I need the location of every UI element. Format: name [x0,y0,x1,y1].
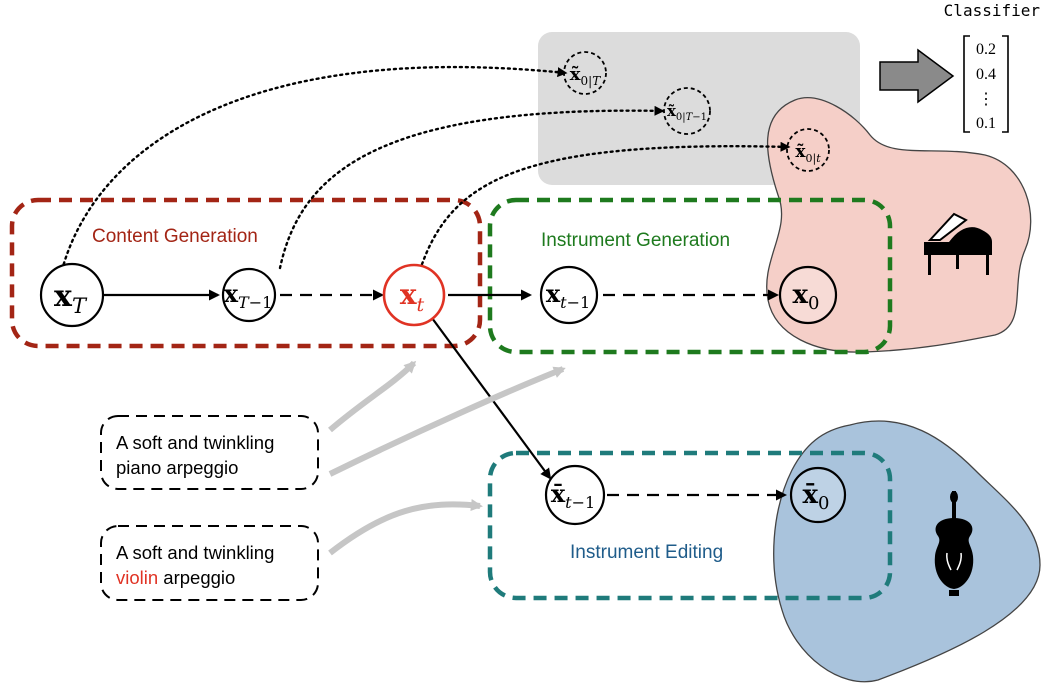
node-x-0: x0 [778,265,838,325]
svg-text:x̃0|T: x̃0|T [570,64,601,88]
svg-text:xt: xt [400,278,425,316]
node-x-t: xt [382,263,446,327]
cond-arrow-piano-to-instrument-gen [328,366,566,477]
prompt-box-violin [100,525,319,601]
svg-text:x̄0: x̄0 [803,480,830,514]
instrument-generation-label: Instrument Generation [541,230,730,251]
prompt-box-piano [100,415,319,490]
content-generation-label: Content Generation [92,226,258,247]
piano-distribution-blob [766,97,1032,353]
pred-arrow-Tm1 [278,105,665,270]
svg-text:xT−1: xT−1 [224,279,273,312]
node-x-t-minus-1: xt−1 [539,265,599,325]
classifier-label: Classifier [944,1,1041,20]
node-xbar-0: x̄0 [789,466,847,524]
prompt-violin-rest: arpeggio [158,567,235,588]
node-x-T-minus-1: xT−1 [221,267,277,323]
prompt-piano-line2: piano arpeggio [116,457,238,478]
classifier-value: 0.4 [976,66,996,83]
svg-text:xt−1: xt−1 [546,279,590,312]
svg-text:xT: xT [54,279,88,318]
prompt-violin-highlight: violin [116,567,158,588]
pred-arrow-t [418,141,791,272]
classifier-value: ⋮ [978,91,994,108]
prompt-piano-line1: A soft and twinkling [116,432,274,453]
instrument-editing-label: Instrument Editing [570,542,723,563]
classifier-value: 0.2 [976,41,996,58]
svg-text:x̄t−1: x̄t−1 [551,479,595,512]
classifier-output-matrix: 0.2 0.4 ⋮ 0.1 [963,35,1009,133]
pred-node-T-minus-1: x̃0|T−1 [663,87,711,135]
classifier-value: 0.1 [976,115,996,132]
violin-icon [934,491,974,596]
svg-text:x̃0|T−1: x̃0|T−1 [667,102,707,123]
pred-node-T: x̃0|T [563,51,607,95]
cond-arrow-piano-to-xt [328,360,417,433]
prompt-violin-line2: violin arpeggio [116,567,235,588]
piano-icon [924,212,992,275]
violin-distribution-blob [773,420,1041,683]
node-x-T: xT [39,262,105,328]
node-xbar-t-minus-1: x̄t−1 [544,464,606,526]
prompt-violin-line1: A soft and twinkling [116,542,274,563]
instrument-editing-region [487,450,893,601]
pred-node-t: x̃0|t [786,128,830,172]
arrow-right-icon [879,48,955,104]
instrument-generation-region [487,197,893,355]
pred-arrow-T [60,65,568,272]
svg-text:x0: x0 [793,280,820,314]
cond-arrow-violin-to-instrument-edit [328,499,483,556]
content-generation-region [9,197,483,349]
svg-text:x̃0|t: x̃0|t [795,142,821,166]
